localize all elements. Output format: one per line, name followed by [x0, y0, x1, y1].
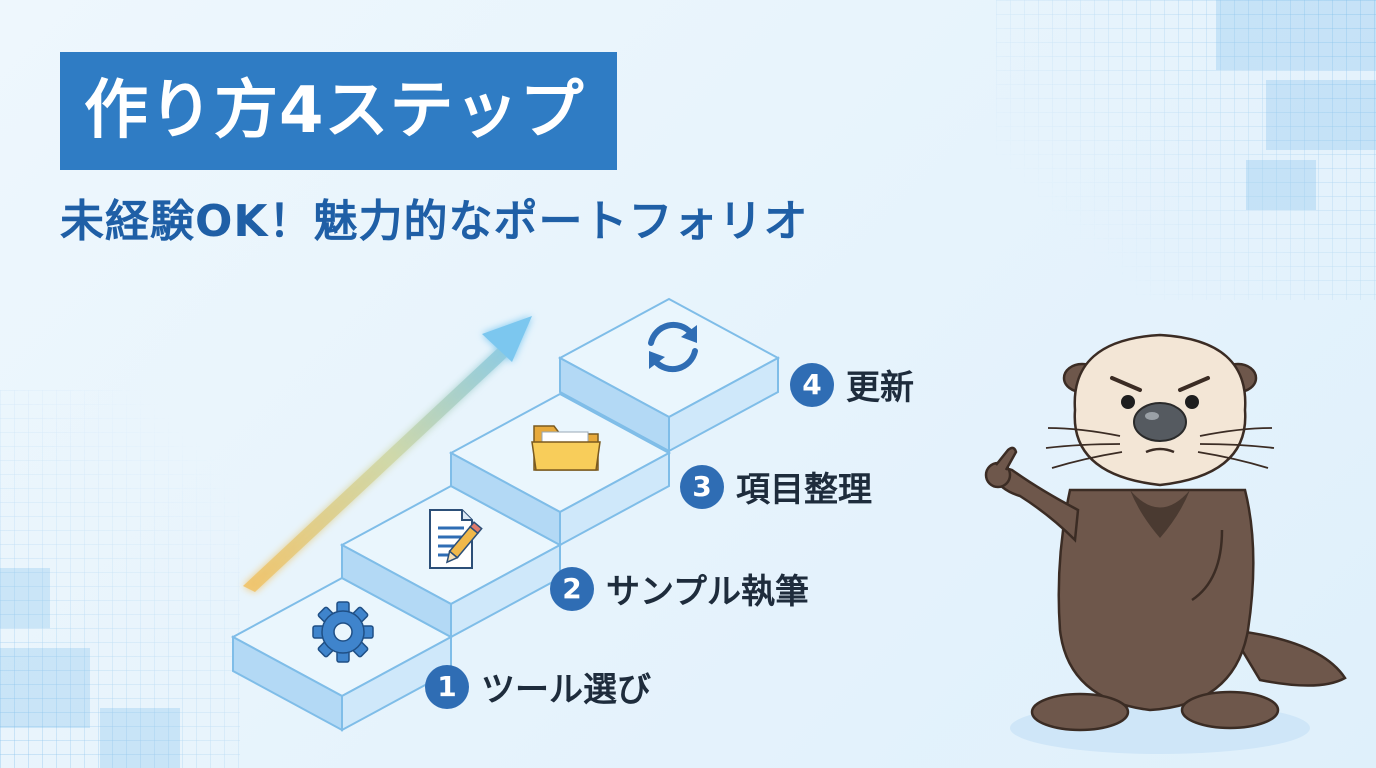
refresh-icon: [648, 321, 698, 373]
growth-arrow: [243, 316, 532, 592]
page-subtitle: 未経験OK！魅力的なポートフォリオ: [60, 196, 809, 247]
gear-icon: [312, 601, 374, 663]
step-number-badge: 1: [425, 664, 469, 709]
document-pencil-icon: [429, 509, 483, 569]
step-label-text: 項目整理: [736, 470, 872, 510]
step-label-text: ツール選び: [481, 670, 651, 710]
step-label-text: サンプル執筆: [606, 572, 809, 612]
step-number-badge: 4: [790, 362, 834, 407]
step-label-3: 3 項目整理: [680, 462, 872, 511]
step-label-4: 4 更新: [790, 360, 914, 409]
title-banner: 作り方4ステップ: [60, 52, 617, 170]
folder-icon: [531, 425, 601, 471]
step-block-4: [557, 297, 781, 453]
otter-mascot: [984, 333, 1347, 754]
step-label-2: 2 サンプル執筆: [550, 564, 809, 613]
step-number-badge: 2: [550, 566, 594, 611]
step-number-badge: 3: [680, 464, 724, 509]
step-label-1: 1 ツール選び: [425, 662, 651, 711]
step-label-text: 更新: [846, 368, 914, 408]
page-title: 作り方4ステップ: [84, 74, 585, 148]
